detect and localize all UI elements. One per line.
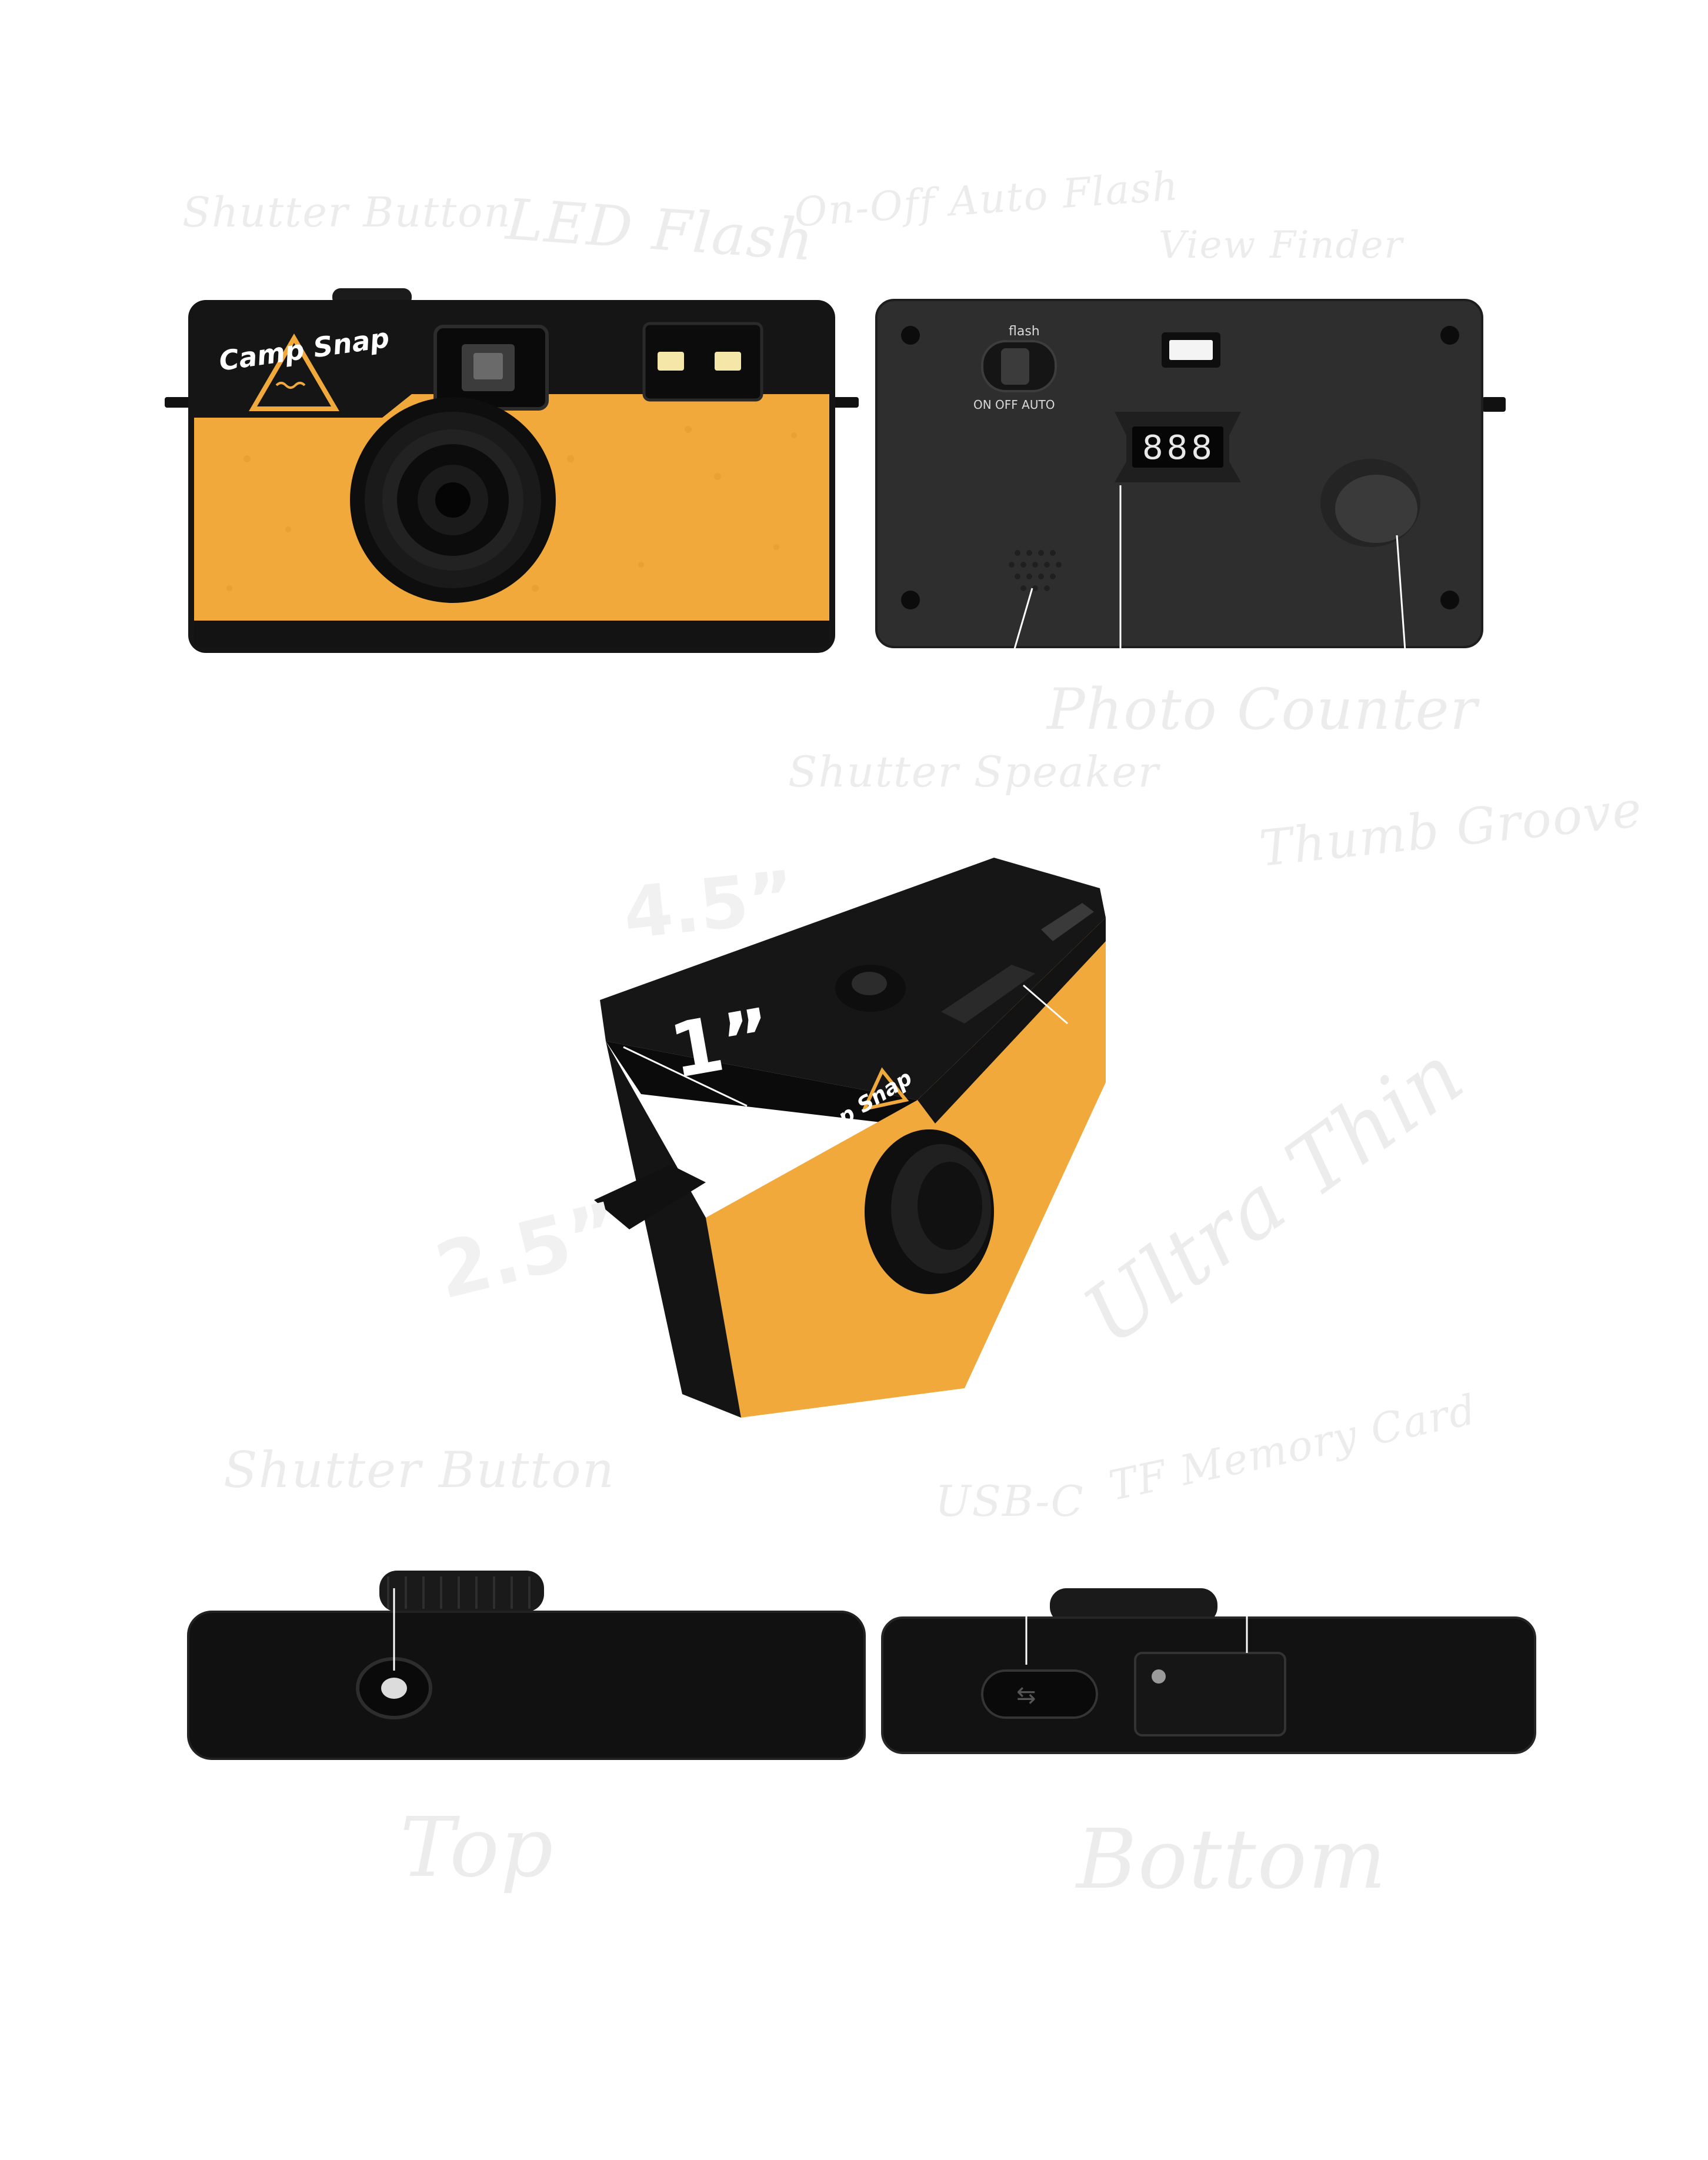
- callout-flash-switch: On-Off Auto Flash: [793, 163, 1181, 236]
- callout-tf-memory-card: TF Memory Card: [1105, 1385, 1481, 1511]
- callout-thumb-groove: Thumb Groove: [1256, 780, 1646, 878]
- view-label-bottom: Bottom: [1076, 1812, 1387, 1908]
- camera-back-view: flash ON OFF AUTO 888: [875, 299, 1506, 659]
- usb-c-port-cover[interactable]: [981, 1669, 1098, 1719]
- camera-angled-view: Camp Snap: [594, 858, 1106, 1418]
- view-label-top: Top: [400, 1800, 555, 1896]
- callout-photo-counter: Photo Counter: [1047, 676, 1479, 742]
- tf-card-door[interactable]: [1134, 1652, 1286, 1736]
- callout-shutter-button: Shutter Button: [182, 188, 512, 236]
- callout-led-flash: LED Flash: [503, 186, 817, 274]
- callout-usb-c: USB-C: [935, 1476, 1085, 1526]
- callout-shutter-speaker: Shutter Speaker: [788, 747, 1160, 796]
- photo-counter-display: 888: [1142, 429, 1216, 467]
- callout-shutter-button-bottom: Shutter Button: [223, 1441, 615, 1499]
- callout-view-finder: View Finder: [1159, 224, 1404, 267]
- flash-switch-modes: ON OFF AUTO: [973, 398, 1055, 412]
- camera-bottom-view: ⇆: [881, 1582, 1536, 1754]
- usb-symbol-icon: ⇆: [1016, 1682, 1036, 1709]
- dimension-depth: 1”: [663, 992, 779, 1096]
- camera-front-view: Camp Snap: [165, 288, 859, 653]
- camera-top-view: [187, 1571, 866, 1760]
- flash-switch-title: flash: [1009, 324, 1040, 339]
- callout-ultra-thin: Ultra Thin: [1066, 1026, 1482, 1364]
